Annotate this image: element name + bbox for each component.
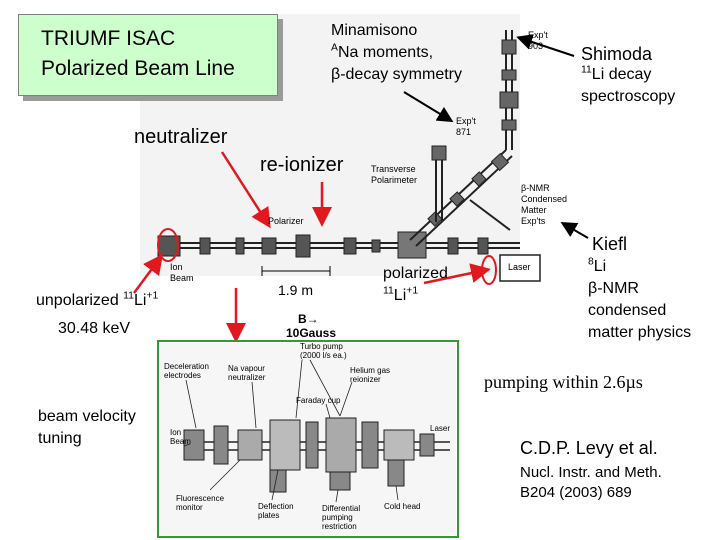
tp-line1: Transverse xyxy=(371,164,416,174)
exp903-line1: Exp't xyxy=(528,30,548,40)
ion-beam-line1: Ion xyxy=(170,262,183,272)
inset-components xyxy=(183,417,435,493)
shimoda-line1-rest: Li decay xyxy=(591,66,652,83)
bnmr-branch xyxy=(469,199,511,231)
kiefl-sup: 8 xyxy=(588,256,594,268)
polarimeter-branch xyxy=(435,150,443,222)
kiefl-name: Kiefl xyxy=(592,234,628,254)
exp903-line2: 903 xyxy=(528,41,544,51)
inset-deflection-2: plates xyxy=(258,511,280,520)
energy-label: 30.48 keV xyxy=(58,320,131,337)
kiefl-arrow xyxy=(560,221,589,239)
inset-fluorescence-2: monitor xyxy=(176,503,203,512)
inset-helium-1: Helium gas xyxy=(350,366,391,375)
inset-fluorescence-1: Fluorescence xyxy=(176,494,225,503)
shimoda-sup: 11 xyxy=(581,64,592,76)
ref-line1: Nucl. Instr. and Meth. xyxy=(520,464,662,481)
title-line-1: TRIUMF ISAC xyxy=(41,27,176,50)
unpolarized-el: Li xyxy=(133,292,147,309)
ref-line2: B204 (2003) 689 xyxy=(520,484,632,501)
vertical-components xyxy=(499,39,519,131)
pumping-label: pumping within 2.6µs xyxy=(484,372,643,392)
shimoda-line1: 11Li decay xyxy=(581,64,652,84)
neutralizer-arrow xyxy=(220,151,271,229)
laser-box xyxy=(499,254,541,282)
bnmr-line2: Condensed xyxy=(521,194,568,204)
distance-bar xyxy=(261,266,331,276)
inset-helium-2: reionizer xyxy=(350,375,381,384)
velocity-line2: tuning xyxy=(38,430,82,447)
kiefl-line3: condensed xyxy=(588,302,667,319)
beamline-components xyxy=(157,231,489,259)
polarimeter-chamber xyxy=(431,145,447,161)
title-line-2: Polarized Beam Line xyxy=(41,57,235,80)
main-beamline xyxy=(160,242,520,249)
inset-deceleration-2: electrodes xyxy=(164,371,201,380)
velocity-line1: beam velocity xyxy=(38,408,136,425)
kiefl-line1-rest: Li xyxy=(593,258,607,275)
inset-turbo-1: Turbo pump xyxy=(300,342,343,351)
inset-faraday: Faraday cup xyxy=(296,396,341,405)
shimoda-name: Shimoda xyxy=(581,44,653,64)
inset-navapour-2: neutralizer xyxy=(228,373,266,382)
tp-line2: Polarimeter xyxy=(371,175,418,185)
distance-label: 1.9 m xyxy=(278,282,314,298)
kiefl-line2: β-NMR xyxy=(588,280,639,297)
neutralizer-label: neutralizer xyxy=(134,126,228,148)
polarized-charge: +1 xyxy=(406,285,419,297)
inset-deceleration-1: Deceleration xyxy=(164,362,209,371)
minamisono-sup: A xyxy=(331,42,338,54)
title-box: TRIUMF ISAC Polarized Beam Line xyxy=(18,14,278,96)
minamisono-line2: β-decay symmetry xyxy=(331,66,462,83)
inset-coldhead: Cold head xyxy=(384,502,421,511)
author-label: C.D.P. Levy et al. xyxy=(520,438,658,458)
polarizer-label: Polarizer xyxy=(268,216,304,226)
minamisono-line1-rest: Na moments, xyxy=(337,44,434,61)
ion-beam-line2: Beam xyxy=(170,273,194,283)
laser-label: Laser xyxy=(508,262,531,272)
kiefl-line4: matter physics xyxy=(588,324,692,341)
unpolarized-label: unpolarized 11Li+1 xyxy=(36,290,159,310)
unpolarized-arrow xyxy=(132,253,163,294)
unpolarized-prefix: unpolarized xyxy=(36,292,124,309)
bnmr-line1: β-NMR xyxy=(521,183,550,193)
field-line1: B→ xyxy=(298,312,319,326)
unpolarized-iso: 11 xyxy=(123,290,134,302)
exp871-line1: Exp't xyxy=(456,116,476,126)
minamisono-name: Minamisono xyxy=(331,22,418,39)
field-line2: 10Gauss xyxy=(286,326,337,340)
inset-differential-3: restriction xyxy=(322,522,357,531)
inset-ion-2: Beam xyxy=(170,437,191,446)
polarized-isotope: 11Li+1 xyxy=(383,285,419,305)
red-arrows xyxy=(132,151,491,343)
bnmr-line3: Matter xyxy=(521,205,547,215)
inset-differential-2: pumping xyxy=(322,513,353,522)
polarized-el: Li xyxy=(393,287,407,304)
minamisono-line1: ANa moments, xyxy=(331,42,434,62)
kiefl-line1: 8Li xyxy=(588,256,607,276)
exp871-line2: 871 xyxy=(456,127,472,137)
polarized-arrow xyxy=(423,263,491,285)
inset-laser: Laser xyxy=(430,424,451,433)
inset-ion-1: Ion xyxy=(170,428,182,437)
inset-deflection-1: Deflection xyxy=(258,502,294,511)
diagonal-components xyxy=(427,152,510,227)
unpolarized-marker xyxy=(157,228,179,262)
minamisono-arrow xyxy=(403,91,454,123)
polarized-iso: 11 xyxy=(383,285,394,297)
shimoda-arrow xyxy=(516,34,575,57)
polarized-label: polarized xyxy=(383,265,448,282)
shimoda-line2: spectroscopy xyxy=(581,88,676,105)
reionizer-label: re-ionizer xyxy=(260,154,344,176)
unpolarized-charge: +1 xyxy=(146,290,159,302)
inset-turbo-2: (2000 l/s ea.) xyxy=(300,351,347,360)
inset-differential-1: Differential xyxy=(322,504,361,513)
inset-navapour-1: Na vapour xyxy=(228,364,265,373)
inset-leader-lines xyxy=(183,359,399,503)
bnmr-line4: Exp'ts xyxy=(521,216,546,226)
